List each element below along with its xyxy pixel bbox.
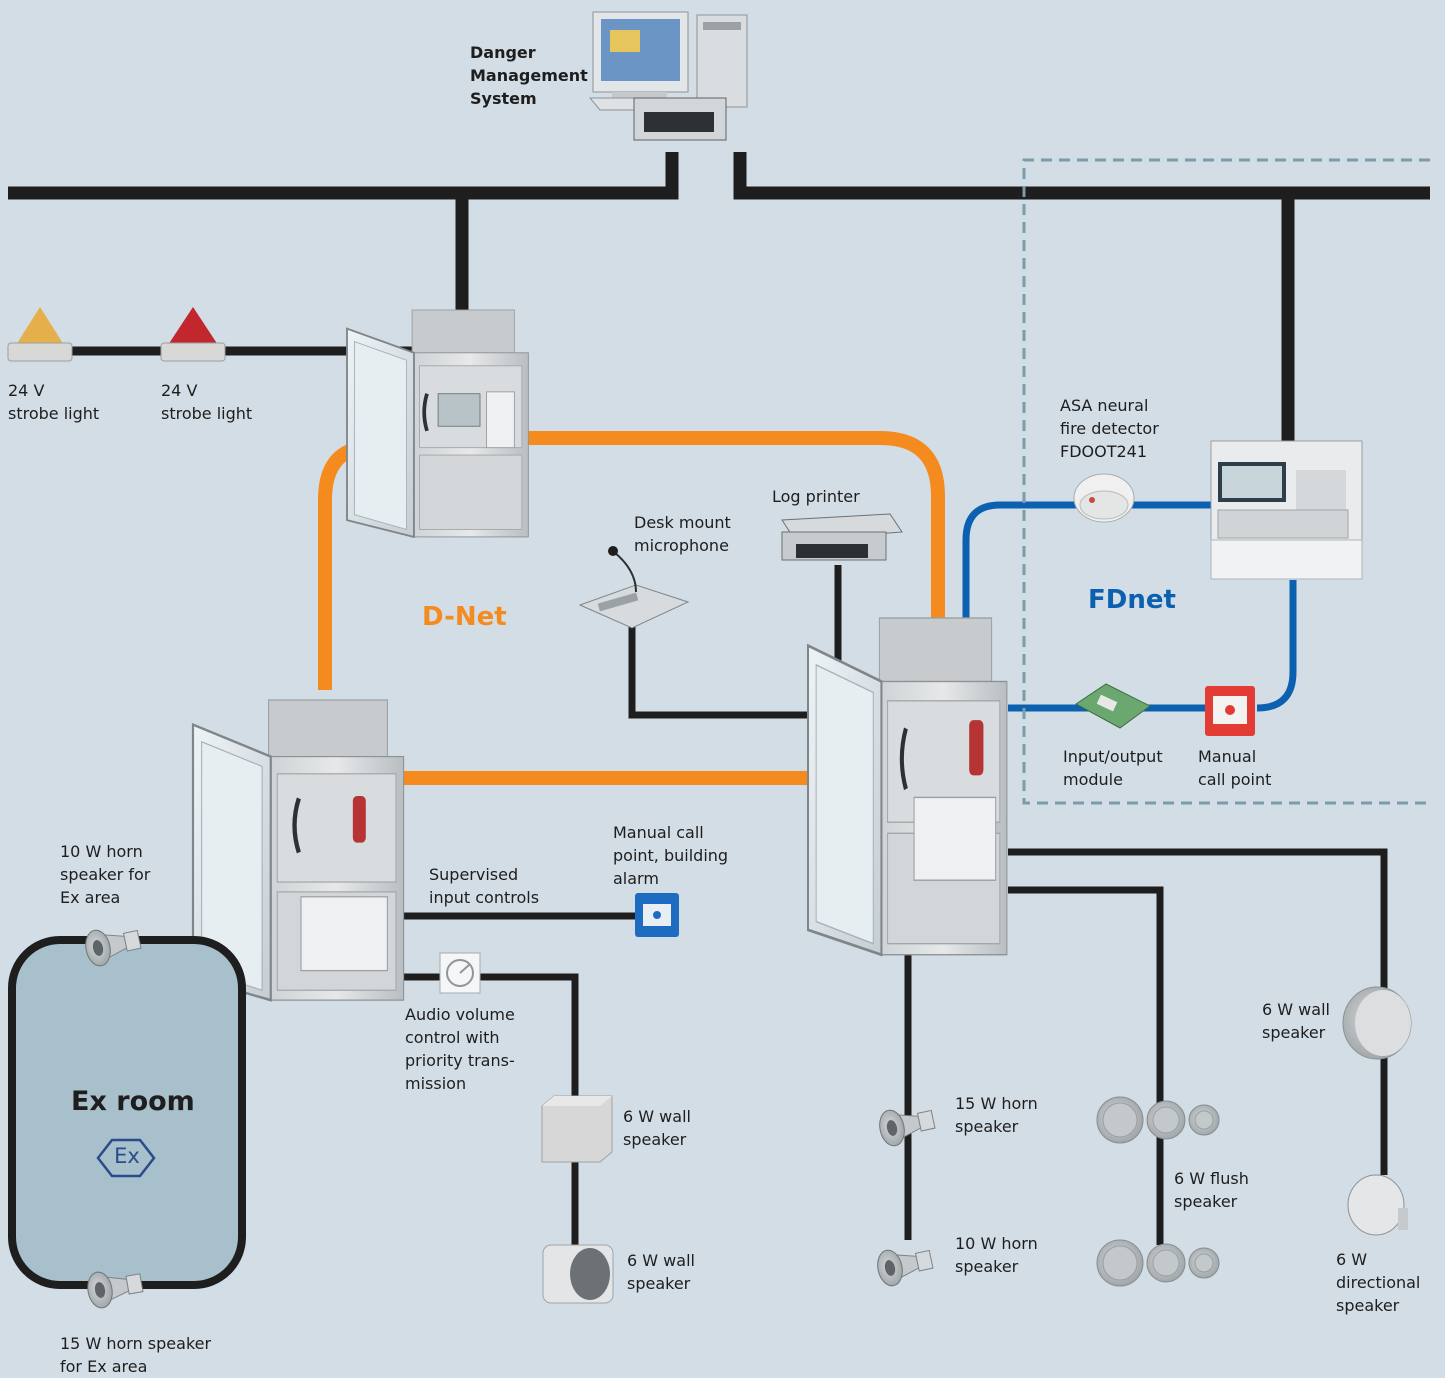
ex-room-title: Ex room	[71, 1086, 195, 1117]
directional-speaker-label: 6 W directional speaker	[1336, 1250, 1421, 1315]
flush-speaker-icon	[1096, 1239, 1220, 1287]
strobe-light-icon	[160, 307, 226, 362]
call-point-icon	[635, 893, 679, 937]
volume-control-icon	[439, 952, 481, 994]
ex-symbol-text: Ex	[114, 1144, 140, 1168]
call-point-icon	[1205, 686, 1255, 736]
microphone-icon	[578, 546, 690, 629]
supervised-inputs-label: Supervised input controls	[429, 865, 540, 907]
horn-10w-ex-label: 10 W horn speaker for Ex area	[60, 842, 151, 907]
cabinet-icon	[806, 616, 1009, 957]
horn-10w-label: 10 W horn speaker	[955, 1234, 1038, 1276]
fire-detector-icon	[1073, 473, 1135, 523]
fdnet-label: FDnet	[1088, 585, 1176, 615]
fdnet-zone-border	[1022, 158, 1430, 805]
flush-speaker-icon	[1096, 1096, 1220, 1144]
printer-icon	[633, 97, 727, 141]
flush-speaker-label: 6 W flush speaker	[1174, 1169, 1249, 1211]
directional-speaker-icon	[1347, 1174, 1408, 1236]
manual-call-point-building-label: Manual call point, building alarm	[613, 823, 729, 888]
strobe-light-2-label: 24 V strobe light	[161, 381, 253, 423]
wall-speaker-a-label: 6 W wall speaker	[623, 1107, 691, 1149]
wall-speaker-icon	[541, 1095, 613, 1163]
io-module-icon	[1075, 683, 1151, 729]
cabinet-icon	[346, 309, 530, 538]
fire-panel-icon	[1210, 440, 1363, 580]
cabinet-icon	[191, 698, 405, 1002]
desk-microphone-label: Desk mount microphone	[634, 513, 731, 555]
ex-symbol-icon	[96, 1138, 156, 1178]
d-net-label: D-Net	[422, 602, 507, 632]
danger-management-system-label: Danger Management System	[470, 43, 588, 108]
io-module-label: Input/output module	[1063, 747, 1163, 789]
wall-speaker-b-label: 6 W wall speaker	[627, 1251, 695, 1293]
horn-15w-ex-label: 15 W horn speaker for Ex area	[60, 1334, 212, 1376]
wall-speaker-icon	[542, 1244, 614, 1304]
manual-call-point-fd-label: Manual call point	[1198, 747, 1272, 789]
audio-volume-control-label: Audio volume control with priority trans…	[405, 1005, 515, 1093]
wall-speaker-c-label: 6 W wall speaker	[1262, 1000, 1330, 1042]
fire-detector-label: ASA neural fire detector FDOOT241	[1060, 396, 1159, 461]
computer-icon	[588, 11, 748, 111]
horn-15w-label: 15 W horn speaker	[955, 1094, 1038, 1136]
strobe-light-1-label: 24 V strobe light	[8, 381, 100, 423]
printer-icon	[781, 513, 903, 561]
horn-speaker-icon	[874, 1241, 936, 1289]
bus-lines	[8, 152, 1430, 442]
wall-speaker-icon	[1342, 986, 1412, 1060]
strobe-light-icon	[7, 307, 73, 362]
log-printer-label: Log printer	[772, 487, 860, 506]
